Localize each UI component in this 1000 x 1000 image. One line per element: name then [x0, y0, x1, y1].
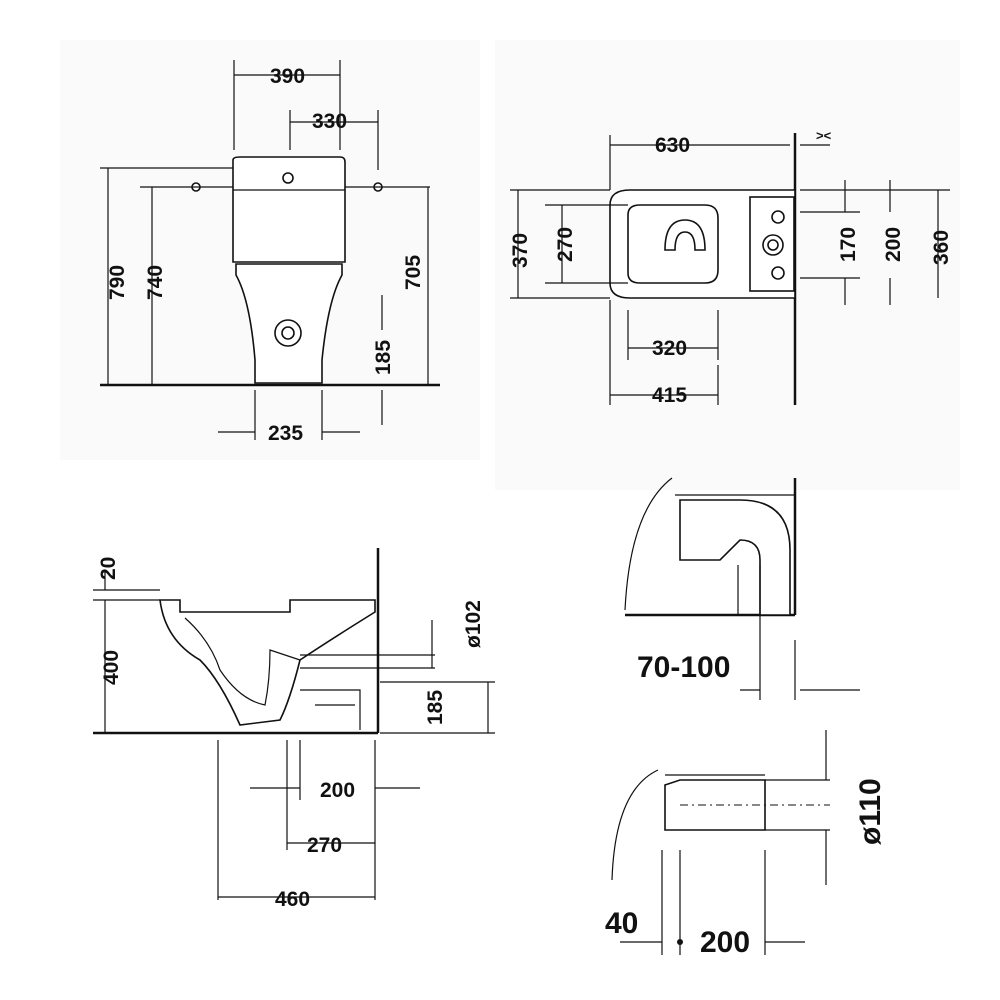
dim-270-top: 270: [554, 227, 577, 262]
dim-790: 790: [106, 265, 129, 300]
dim-400: 400: [100, 650, 123, 685]
wall-symbol: ><: [816, 128, 832, 143]
dim-200-top: 200: [882, 227, 905, 262]
dim-320: 320: [652, 337, 687, 360]
dim-705: 705: [402, 255, 425, 290]
dim-370: 370: [509, 233, 532, 268]
dim-740: 740: [144, 265, 167, 300]
dim-390: 390: [270, 65, 305, 88]
dim-200-side: 200: [320, 779, 355, 802]
dim-185-front: 185: [372, 340, 395, 375]
dim-185-side: 185: [424, 690, 447, 725]
detail-connector-bend: 70-100: [624, 477, 860, 700]
detail-connector-straight: ø110 40 200: [605, 730, 887, 959]
dim-70-100: 70-100: [637, 651, 730, 684]
dim-460: 460: [275, 888, 310, 911]
front-view: 390 330 790 740 705 185 235: [100, 60, 440, 445]
dim-630: 630: [655, 134, 690, 157]
dim-235: 235: [268, 422, 303, 445]
dim-270-side: 270: [307, 834, 342, 857]
dim-330: 330: [312, 110, 347, 133]
dim-40: 40: [605, 907, 638, 940]
dim-20: 20: [97, 557, 120, 580]
dim-200-detail: 200: [700, 926, 750, 959]
top-view: 630 >< 370 270 170 200 360 320 415: [509, 128, 953, 407]
dim-outlet-102: ø102: [462, 600, 485, 648]
dim-415: 415: [652, 384, 687, 407]
side-view: 20 400 ø102 185 200 270 460: [93, 548, 495, 911]
dim-170: 170: [837, 227, 860, 262]
dim-360: 360: [930, 230, 953, 265]
dim-110: ø110: [854, 778, 887, 845]
